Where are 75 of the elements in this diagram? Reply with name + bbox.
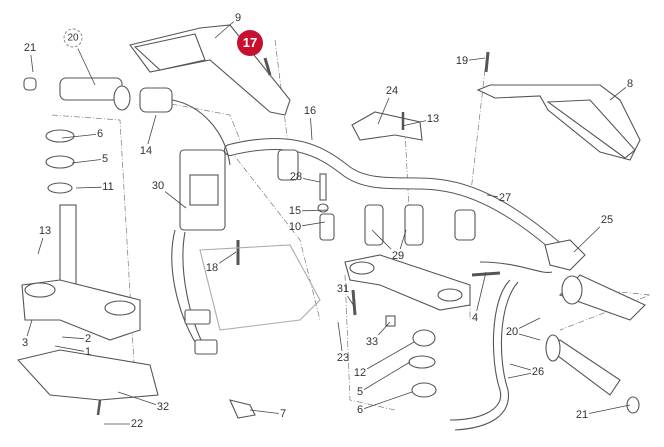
callout-number: 14	[140, 145, 152, 157]
callout-number: 19	[456, 55, 468, 67]
leader-line	[476, 272, 486, 312]
callout-number: 4	[472, 312, 478, 324]
callout-number: 9	[234, 12, 242, 24]
leader-line	[366, 342, 414, 370]
callout-number: 6	[356, 404, 364, 416]
leader-line	[310, 118, 312, 140]
circled-callout-number: 20	[64, 28, 82, 48]
callout-number: 5	[356, 386, 364, 398]
callout-number: 20	[506, 326, 518, 338]
leader-line	[588, 404, 630, 414]
leader-line	[118, 392, 156, 405]
leader-line	[372, 230, 392, 250]
leader-line	[26, 320, 32, 336]
callout-number: 13	[426, 113, 440, 125]
callout-number: 10	[288, 221, 302, 233]
callout-number: 18	[206, 262, 218, 274]
callout-number: 26	[532, 366, 544, 378]
callout-number: 7	[280, 408, 286, 420]
leader-line	[54, 346, 84, 352]
callout-number: 24	[386, 85, 398, 97]
callout-number: 22	[130, 418, 144, 430]
leader-line	[302, 222, 326, 226]
callout-number: 32	[156, 401, 170, 413]
leader-line	[148, 114, 156, 144]
leader-line	[364, 362, 410, 390]
callout-number: 13	[38, 225, 52, 237]
callout-number: 21	[24, 42, 36, 54]
leader-line	[574, 226, 600, 252]
callout-number: 8	[626, 78, 634, 90]
leader-line	[30, 54, 34, 72]
callout-number: 3	[22, 337, 28, 349]
callout-number: 29	[392, 250, 404, 262]
leader-line	[486, 194, 498, 198]
leader-line	[218, 252, 236, 264]
callout-number: 11	[102, 181, 114, 193]
leader-line	[347, 296, 354, 306]
leader-line	[364, 392, 412, 409]
leader-line	[78, 48, 96, 86]
callout-number: 25	[600, 214, 614, 226]
leader-line	[378, 98, 390, 124]
leader-line	[518, 334, 540, 340]
leader-line	[610, 86, 626, 100]
callout-number: 31	[336, 283, 350, 295]
leader-line	[338, 322, 342, 352]
leader-line	[62, 134, 96, 138]
leader-line	[72, 159, 102, 164]
callout-number: 12	[354, 367, 366, 379]
leader-line	[164, 191, 186, 208]
leader-line	[302, 210, 328, 212]
callout-number: 21	[576, 409, 588, 421]
leader-line	[214, 21, 234, 38]
highlight-callout-number: 17	[237, 30, 263, 56]
callout-number: 5	[102, 153, 108, 165]
leader-line	[402, 120, 426, 126]
leader-line	[400, 230, 406, 250]
callout-number: 23	[336, 352, 350, 364]
callout-number: 6	[96, 128, 104, 140]
leader-line	[518, 318, 540, 329]
leader-line	[62, 336, 84, 340]
leader-line	[76, 186, 102, 188]
callout-number: 30	[152, 180, 164, 192]
leader-line	[302, 178, 320, 182]
callout-number: 15	[288, 205, 302, 217]
leader-line	[508, 373, 532, 378]
callout-number: 16	[304, 105, 316, 117]
leader-line	[468, 58, 486, 60]
leader-line	[250, 410, 280, 414]
leader-line	[378, 322, 390, 336]
callout-number: 2	[84, 333, 92, 345]
leader-line	[38, 238, 44, 254]
callout-number: 33	[366, 336, 378, 348]
callout-number: 27	[498, 192, 512, 204]
leader-line	[510, 364, 532, 370]
